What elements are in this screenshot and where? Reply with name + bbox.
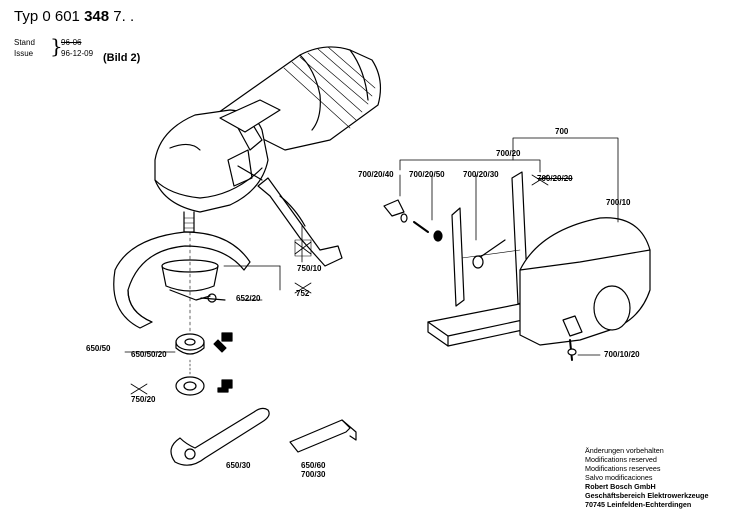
part-label-700-30: 700/30 xyxy=(301,470,326,479)
footer-line: Salvo modificaciones xyxy=(585,473,653,482)
part-label-700-10-20: 700/10/20 xyxy=(604,350,640,359)
part-label-652-20: 652/20 xyxy=(236,294,261,303)
part-label-700-20-50: 700/20/50 xyxy=(409,170,445,179)
part-label-700-20-30: 700/20/30 xyxy=(463,170,499,179)
brace: } xyxy=(50,34,63,58)
part-label-752: 752 xyxy=(296,289,310,298)
typ-number-bold: 348 xyxy=(84,8,110,25)
footer-company: Robert Bosch GmbH xyxy=(585,482,656,491)
type-number: Typ 0 601 348 7. . xyxy=(14,8,134,25)
issue-label: Issue xyxy=(14,49,34,58)
part-label-750-20: 750/20 xyxy=(131,395,156,404)
part-label-700: 700 xyxy=(555,127,569,136)
typ-number: 0 601 xyxy=(42,8,80,25)
part-label-650-50: 650/50 xyxy=(86,344,111,353)
angle-grinder-illustration xyxy=(154,46,382,233)
part-label-650-30: 650/30 xyxy=(226,461,251,470)
typ-suffix: 7. . xyxy=(113,8,135,25)
stand-label: Stand xyxy=(14,38,35,47)
spanner-illustration xyxy=(170,407,270,466)
cutting-guard-illustration xyxy=(519,217,651,361)
footer-division: Geschäftsbereich Elektrowerkzeuge xyxy=(585,491,709,500)
footer-address: 70745 Leinfelden-Echterdingen xyxy=(585,500,692,509)
side-handle-illustration xyxy=(237,165,343,267)
part-label-700-20-20: 700/20/20 xyxy=(537,174,573,183)
flange-illustration xyxy=(175,231,205,396)
part-label-700-20: 700/20 xyxy=(496,149,521,158)
part-label-750-10: 750/10 xyxy=(297,264,322,273)
wheel-guard-illustration xyxy=(113,231,281,329)
footer-line: Modifications reserved xyxy=(585,455,657,464)
part-label-700-10: 700/10 xyxy=(606,198,631,207)
issue-value: 96-12-09 xyxy=(61,49,94,58)
part-label-650-60: 650/60 xyxy=(301,461,326,470)
part-label-700-20-40: 700/20/40 xyxy=(358,170,394,179)
stand-value: 96-06 xyxy=(61,38,82,47)
figure-label: (Bild 2) xyxy=(103,52,141,64)
typ-prefix: Typ xyxy=(14,8,39,25)
callout-leader-lines xyxy=(124,137,619,356)
footer-line: Änderungen vorbehalten xyxy=(585,446,664,455)
hex-key-illustration xyxy=(289,419,357,453)
footer-line: Modifications reservees xyxy=(585,464,661,473)
tool-pictograms xyxy=(213,332,233,393)
footer-notice: Änderungen vorbehalten Modifications res… xyxy=(585,446,708,509)
part-label-650-50-20: 650/50/20 xyxy=(131,350,167,359)
